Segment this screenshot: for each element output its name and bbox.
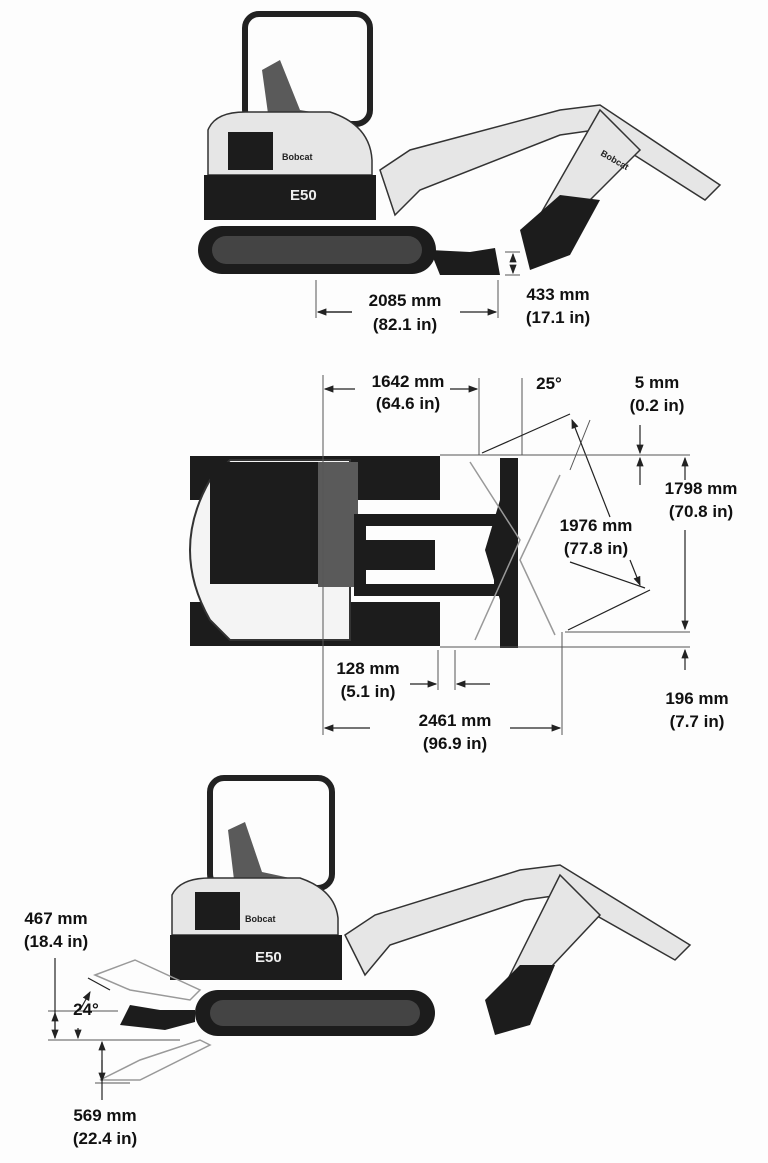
blade-gap-mm: 128 mm (336, 659, 399, 678)
track-width-in: (70.8 in) (669, 502, 733, 521)
swing-offset-mm: 1642 mm (372, 372, 445, 391)
track-width-mm: 1798 mm (665, 479, 738, 498)
blade-reach-mm: 2085 mm (369, 291, 442, 310)
side-clearance-mm: 196 mm (665, 689, 728, 708)
blade-view-excavator: Bobcat E50 (92, 775, 692, 1081)
bobcat-logo: Bobcat (282, 152, 313, 162)
side-clearance-in: (7.7 in) (670, 712, 725, 731)
blade-angle: 25° (536, 374, 562, 393)
angled-blade-width-in: (77.8 in) (564, 539, 628, 558)
angled-blade-width-mm: 1976 mm (560, 516, 633, 535)
blade-overhang-mm: 5 mm (635, 373, 679, 392)
overall-length-in: (96.9 in) (423, 734, 487, 753)
svg-text:E50: E50 (255, 949, 282, 966)
top-view-excavator (189, 456, 561, 648)
blade-view-dimensions (48, 958, 180, 1100)
side-view-excavator: Bobcat E50 Bobcat (198, 11, 722, 275)
svg-text:Bobcat: Bobcat (245, 914, 276, 924)
dig-depth-mm: 569 mm (73, 1106, 136, 1125)
swing-offset-in: (64.6 in) (376, 394, 440, 413)
overall-length-mm: 2461 mm (419, 711, 492, 730)
top-view-dimensions (322, 375, 690, 735)
blade-overhang-in: (0.2 in) (630, 396, 685, 415)
lift-height-in: (18.4 in) (24, 932, 88, 951)
model-label: E50 (290, 187, 317, 204)
blade-reach-in: (82.1 in) (373, 315, 437, 334)
side-view-dimensions (315, 251, 520, 318)
lift-height-mm: 467 mm (24, 909, 87, 928)
tilt-angle: 24° (73, 1000, 99, 1019)
dig-depth-in: (22.4 in) (73, 1129, 137, 1148)
blade-height-in: (17.1 in) (526, 308, 590, 327)
blade-height-mm: 433 mm (526, 285, 589, 304)
blade-gap-in: (5.1 in) (341, 682, 396, 701)
